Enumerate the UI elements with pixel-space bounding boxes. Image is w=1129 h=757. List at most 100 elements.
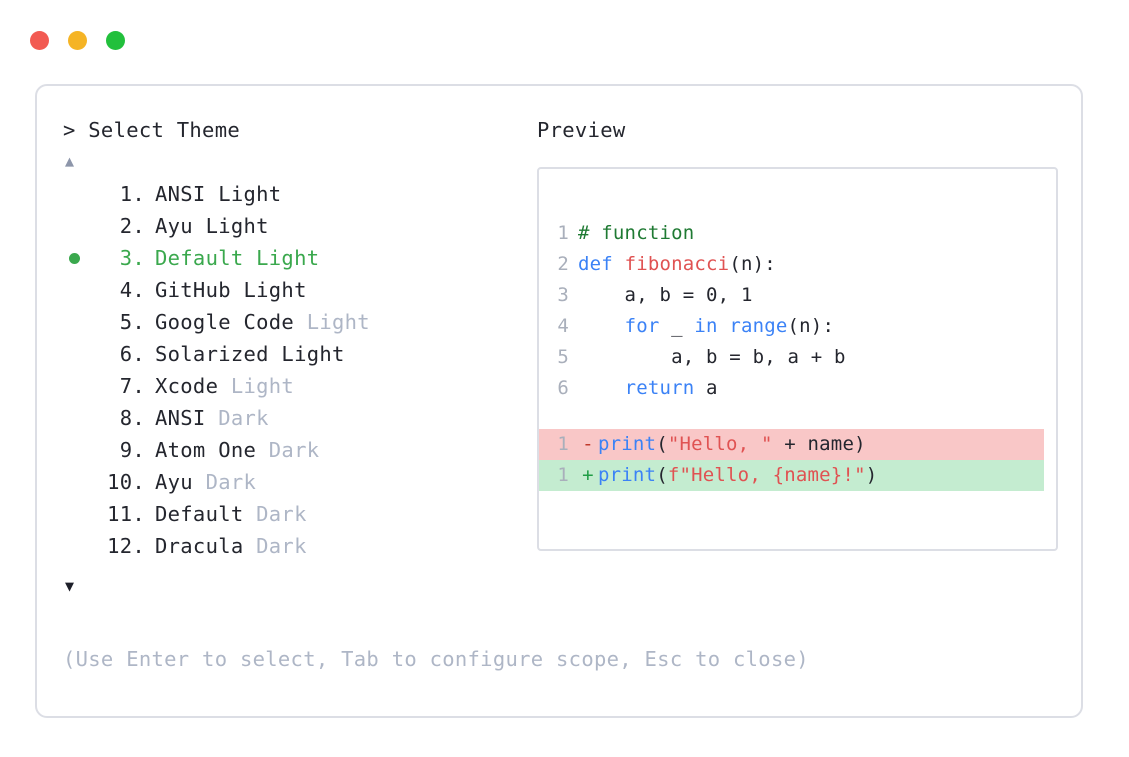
code-token-kw: print (598, 463, 657, 486)
selected-bullet-icon (63, 250, 93, 270)
theme-item-number: 2. (119, 213, 145, 238)
code-line-number: 1 (557, 221, 569, 244)
code-diff-separator (547, 404, 1052, 429)
code-line: 1 # function (547, 218, 1052, 249)
diff-line-number: 1 (557, 432, 569, 455)
code-line-number: 3 (557, 283, 569, 306)
theme-list-item[interactable]: 9.Atom One Dark (63, 438, 533, 470)
select-theme-prompt: > Select Theme (63, 118, 240, 142)
theme-item-variant: Dark (256, 437, 320, 462)
scroll-down-icon[interactable]: ▼ (65, 576, 75, 595)
code-line-number: 6 (557, 376, 569, 399)
theme-item-number: 12. (107, 533, 145, 558)
code-line: 3 a, b = 0, 1 (547, 280, 1052, 311)
theme-item-number: 3. (119, 245, 145, 270)
code-token-kw: for (624, 314, 660, 337)
code-line-source: # function (578, 218, 694, 249)
theme-item-variant: Light (243, 245, 320, 270)
theme-item-variant: Dark (192, 469, 257, 494)
code-token-kw: def (578, 252, 625, 275)
scroll-up-icon[interactable]: ▲ (65, 151, 75, 170)
theme-item-number: 7. (119, 373, 145, 398)
diff-line-delete: 1-print("Hello, " + name) (539, 428, 1044, 460)
maximize-window-button[interactable] (106, 31, 125, 50)
close-window-button[interactable] (30, 31, 49, 50)
theme-item-variant: Light (268, 341, 345, 366)
code-token-comment: # function (578, 221, 695, 244)
theme-list-item[interactable]: 7. Xcode Light (63, 374, 533, 406)
code-line-source: for _ in range(n): (578, 311, 834, 342)
theme-item-name: Dracula (155, 533, 244, 558)
code-line-source: return a (578, 373, 718, 404)
selected-dot (69, 252, 80, 264)
code-line: 5 a, b = b, a + b (547, 342, 1052, 373)
preview-label: Preview (537, 118, 626, 142)
window-traffic-lights (30, 31, 125, 50)
code-line: 4 for _ in range(n): (547, 311, 1052, 342)
code-line-number: 2 (557, 252, 569, 275)
theme-list-item[interactable]: 4.GitHub Light (63, 278, 533, 310)
code-token-str: f"Hello, {name}!" (667, 463, 866, 486)
code-token-plain: a (694, 376, 718, 399)
theme-list-item[interactable]: 3. Default Light (63, 246, 533, 278)
theme-item-variant: Dark (243, 501, 307, 526)
code-token-plain: _ (659, 314, 695, 337)
diff-line-source: print("Hello, " + name) (598, 429, 866, 460)
code-token-plain (578, 377, 625, 399)
theme-list-item[interactable]: 5.Google Code Light (63, 310, 533, 342)
code-token-plain: a, b = 0, 1 (578, 283, 753, 306)
theme-item-number: 11. (107, 501, 145, 526)
theme-list-item[interactable]: 2.Ayu Light (63, 214, 533, 246)
code-token-plain: ( (656, 463, 668, 486)
theme-item-variant: Light (218, 373, 295, 398)
theme-item-number: 1. (119, 181, 145, 206)
code-line-number: 4 (557, 314, 569, 337)
theme-item-variant: Light (205, 181, 282, 206)
theme-item-name: Xcode (155, 373, 219, 398)
diff-marker-icon: - (582, 432, 594, 455)
theme-item-number: 5. (119, 309, 145, 334)
code-line-number: 5 (557, 345, 569, 368)
code-line-source: def fibonacci(n): (578, 249, 776, 280)
code-line-source: a, b = b, a + b (578, 342, 846, 373)
theme-item-number: 10. (107, 469, 145, 494)
theme-list-item[interactable]: 11. Default Dark (63, 502, 533, 534)
theme-item-number: 6. (119, 341, 145, 366)
code-token-plain: a, b = b, a + b (578, 345, 846, 368)
code-token-plain: (n): (729, 252, 776, 275)
theme-item-name: Default (155, 245, 244, 270)
theme-item-name: ANSI (155, 405, 206, 430)
code-token-plain: + name) (772, 432, 866, 455)
theme-item-variant: Light (192, 213, 269, 238)
theme-item-variant: Light (230, 277, 307, 302)
diff-line-source: print(f"Hello, {name}!") (598, 460, 877, 491)
theme-item-name: Default (155, 501, 244, 526)
code-line: 6 return a (547, 373, 1052, 404)
code-token-plain (578, 315, 625, 337)
theme-list-item[interactable]: 10.Ayu Dark (63, 470, 533, 502)
theme-item-number: 9. (119, 437, 145, 462)
theme-list-item[interactable]: 8.ANSI Dark (63, 406, 533, 438)
theme-list-item[interactable]: 6.Solarized Light (63, 342, 533, 374)
code-line: 2 def fibonacci(n): (547, 249, 1052, 280)
code-token-kw: return (624, 376, 695, 399)
minimize-window-button[interactable] (68, 31, 87, 50)
theme-list-item[interactable]: 12.Dracula Dark (63, 534, 533, 566)
code-token-kw: print (598, 432, 657, 455)
diff-line-add: 1 +print(f"Hello, {name}!") (539, 459, 1044, 491)
theme-item-number: 8. (119, 405, 145, 430)
theme-item-variant: Light (294, 309, 370, 334)
theme-item-number: 4. (119, 277, 145, 302)
diff-marker-icon: + (582, 463, 594, 486)
code-token-str: "Hello, " (667, 432, 773, 455)
code-token-plain: (n): (787, 314, 835, 337)
code-token-kw: in range (694, 314, 788, 337)
theme-list-item[interactable]: 1.ANSI Light (63, 182, 533, 214)
diff-line-number: 1 (557, 463, 569, 486)
